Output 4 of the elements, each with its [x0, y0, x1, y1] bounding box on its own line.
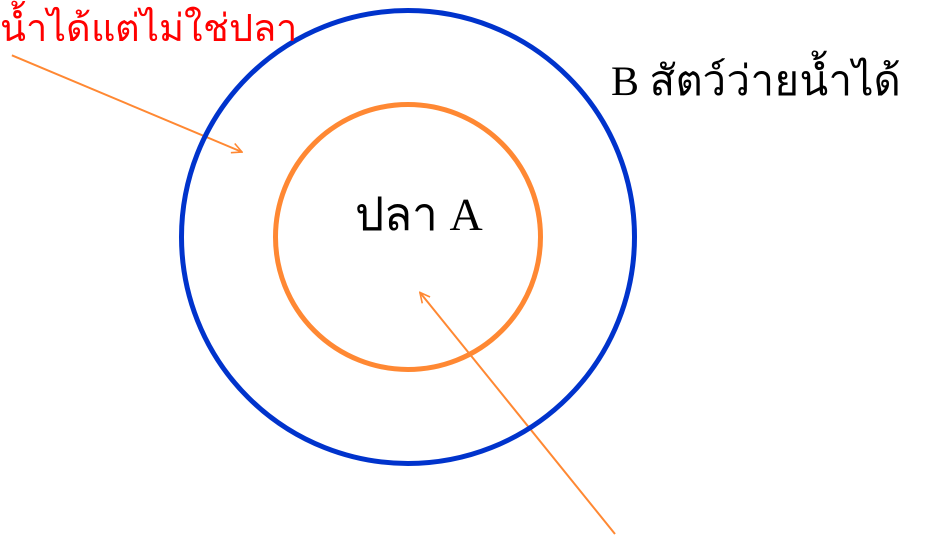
circle: [273, 102, 543, 372]
circle-label: ปลา A: [355, 188, 483, 242]
arrow: [419, 292, 616, 535]
arrow: [12, 54, 243, 154]
